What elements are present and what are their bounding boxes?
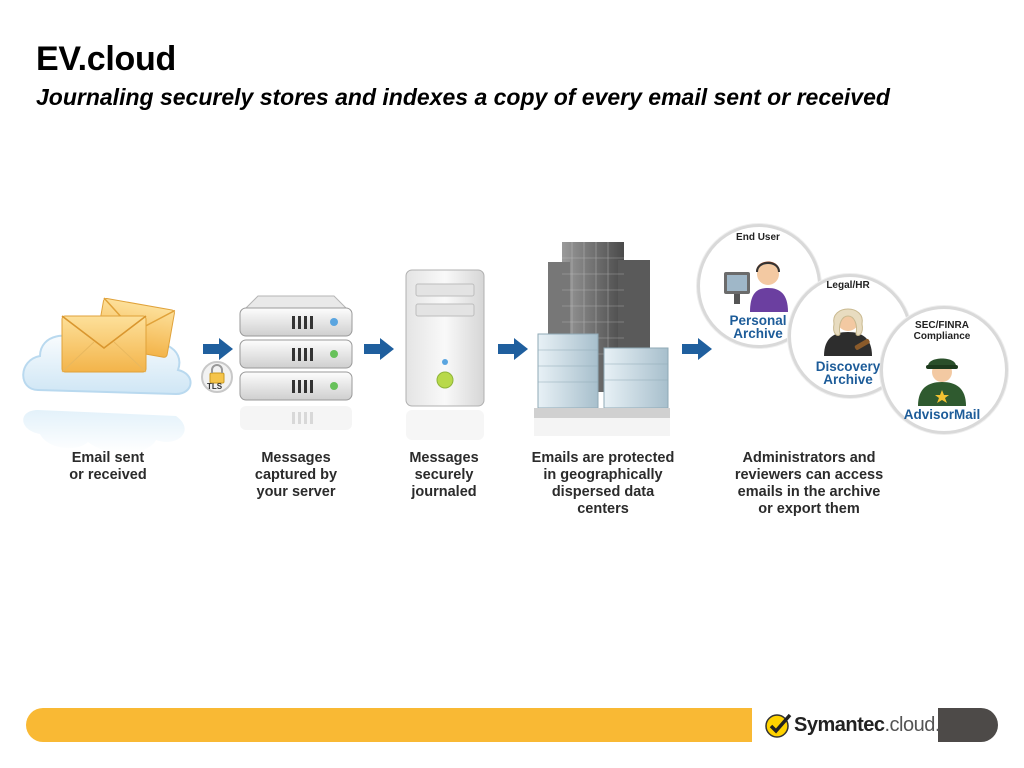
page-title: EV.cloud (36, 40, 176, 78)
step-caption-email: Email sent or received (48, 450, 168, 484)
tower-server-icon (405, 269, 485, 440)
checkmark-logo-icon (765, 713, 792, 738)
caption-line: or received (69, 467, 147, 483)
caption-line: Email sent (71, 450, 145, 466)
caption-line: your server (256, 484, 336, 500)
caption-line: or export them (758, 501, 860, 517)
skyscraper-icon (534, 242, 670, 436)
archive-name-discovery-line2: Archive (823, 372, 873, 387)
lock-icon (201, 361, 233, 393)
archive-role-end-user: End User (736, 232, 780, 243)
footer-dark-cap (938, 708, 998, 742)
step-caption-journaled: Messages securely journaled (384, 450, 504, 501)
caption-line: journaled (411, 484, 477, 500)
email-cloud-icon (22, 297, 192, 454)
footer-bar (26, 708, 766, 742)
flow-arrow-icon (498, 338, 528, 360)
archive-role-sec-finra: SEC/FINRA (915, 320, 969, 331)
archive-name-advisormail: AdvisorMail (903, 407, 981, 422)
caption-line: Messages (261, 450, 331, 466)
flow-arrow-icon (364, 338, 394, 360)
caption-line: Messages (409, 450, 479, 466)
caption-line: emails in the archive (737, 484, 881, 500)
journaling-diagram: TLS (0, 220, 1024, 540)
brand-suffix: .cloud. (884, 713, 941, 736)
step-caption-access: Administrators and reviewers can access … (722, 450, 896, 518)
archive-name-discovery-line1: Discovery (815, 359, 881, 374)
judge-icon (824, 308, 872, 356)
archive-role-compliance: Compliance (913, 331, 971, 342)
symantec-logo: Symantec.cloud. (764, 710, 940, 740)
caption-line: captured by (254, 467, 338, 483)
archive-name-personal-line1: Personal (729, 313, 787, 328)
page-subtitle: Journaling securely stores and indexes a… (36, 84, 890, 110)
server-rack-icon (239, 295, 353, 430)
flow-arrow-icon (682, 338, 712, 360)
flow-arrow-icon (203, 338, 233, 360)
caption-line: in geographically (543, 467, 663, 483)
archive-role-legal-hr: Legal/HR (826, 280, 870, 291)
caption-line: securely (414, 467, 474, 483)
caption-line: centers (577, 501, 629, 517)
step-caption-captured: Messages captured by your server (236, 450, 356, 501)
caption-line: reviewers can access (734, 467, 884, 483)
brand-name: Symantec (794, 713, 885, 736)
caption-line: dispersed data (551, 484, 655, 500)
step-caption-protected: Emails are protected in geographically d… (522, 450, 684, 518)
officer-icon (918, 358, 966, 406)
end-user-icon (724, 261, 788, 312)
tls-badge: TLS (207, 382, 223, 391)
archive-name-personal-line2: Archive (733, 326, 783, 341)
caption-line: Emails are protected (531, 450, 675, 466)
caption-line: Administrators and (742, 450, 876, 466)
